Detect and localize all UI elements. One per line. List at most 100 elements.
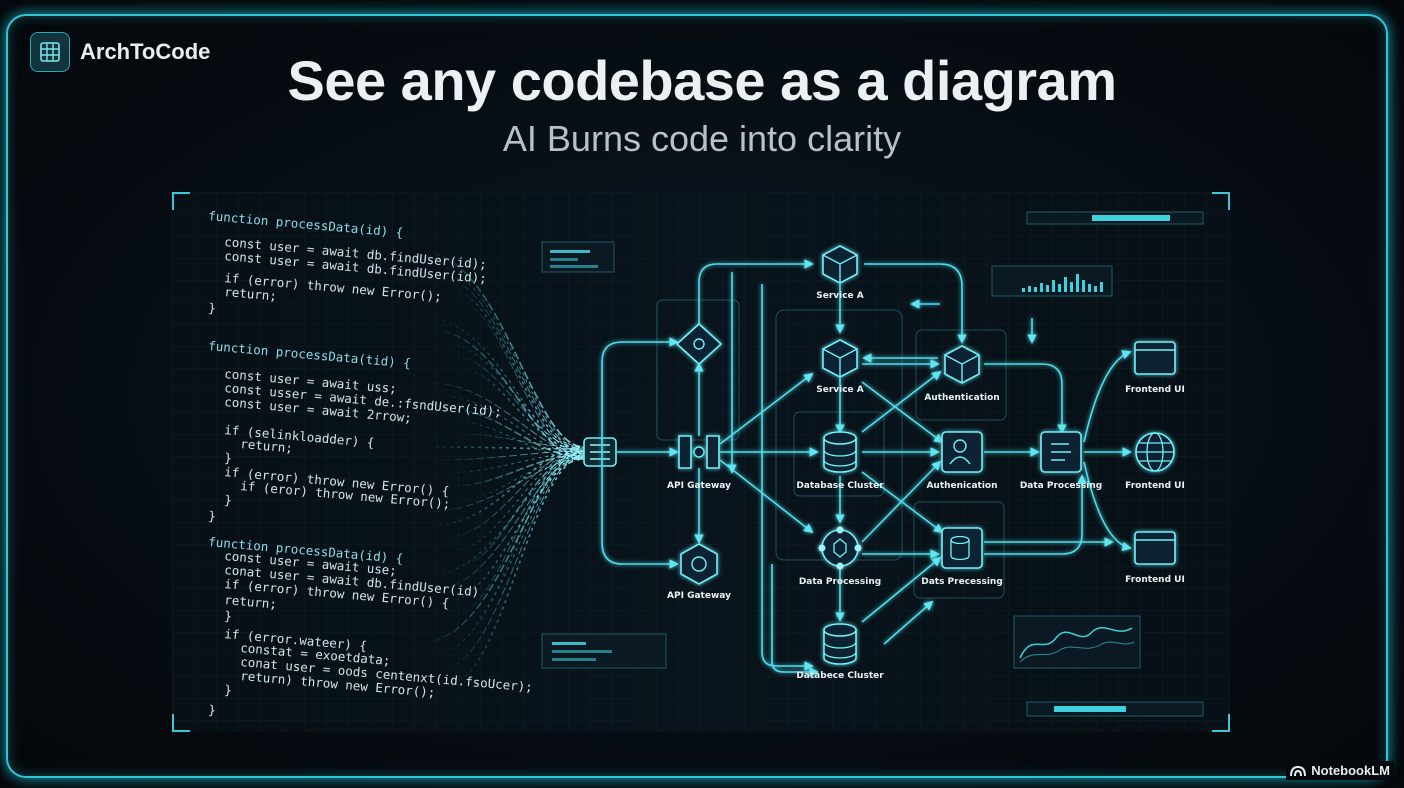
stream-line [441, 277, 585, 452]
stream-line [441, 452, 585, 474]
mini-bar [1064, 277, 1067, 292]
brand: ArchToCode [30, 32, 210, 72]
mini-bar [1034, 287, 1037, 292]
stream-line [441, 454, 585, 669]
stream-line [421, 454, 585, 578]
node-authentication-top-icon [944, 345, 980, 384]
grid-icon [30, 32, 70, 72]
footer-brand: NotebookLM [1286, 761, 1394, 780]
node-api-gateway-mid-icon [678, 435, 720, 469]
line-chart-widget [1013, 615, 1141, 669]
stream-line [431, 452, 585, 656]
mini-bar [1040, 283, 1043, 292]
architecture-diagram: function processData(id) {const user = a… [172, 192, 1230, 732]
stream-line [421, 458, 585, 513]
stream-line [431, 446, 585, 526]
code-line: } [208, 300, 217, 316]
node-database-cluster-low-icon [823, 623, 857, 665]
stream-line [461, 456, 585, 500]
stream-line [441, 448, 585, 539]
node-label-service-a-top: Service A [816, 291, 864, 301]
node-frontend-ui-low-icon [1134, 531, 1176, 565]
node-label-frontend-ui-top: Frontend UI [1125, 385, 1185, 395]
page-title: See any codebase as a diagram [287, 49, 1117, 112]
mini-bar [1100, 282, 1103, 292]
mini-bar [1058, 284, 1061, 292]
node-data-processing-alt-icon [941, 527, 983, 569]
mini-widget-bottom [541, 633, 667, 669]
stream-line [421, 450, 585, 643]
stream-line [421, 316, 585, 458]
code-line: return; [224, 592, 278, 612]
node-service-a-icon [822, 339, 858, 378]
corner-bracket [1212, 192, 1230, 210]
mini-bar [1082, 280, 1085, 292]
stream-line [421, 251, 585, 448]
code-stream-lines [421, 251, 617, 682]
mini-bar [1094, 286, 1097, 292]
notebooklm-icon [1290, 765, 1307, 776]
node-label-api-gateway-low: API Gateway [667, 591, 731, 601]
stream-line [461, 303, 585, 456]
code-line: } [224, 608, 233, 624]
node-gateway-top-icon [675, 322, 723, 366]
corner-bracket [172, 192, 190, 210]
stream-line [451, 454, 585, 487]
region-box [913, 501, 1005, 599]
stream-line [451, 446, 585, 617]
stream-line [461, 368, 585, 452]
code-line: } [224, 492, 233, 508]
code-line: } [224, 682, 233, 698]
node-frontend-ui-mid-icon [1135, 432, 1175, 472]
node-label-api-gateway-mid: API Gateway [667, 481, 731, 491]
edge-group [601, 259, 1132, 677]
node-authentication-mid-icon [941, 431, 983, 473]
node-label-frontend-ui-low: Frontend UI [1125, 575, 1185, 585]
node-service-a-top-icon [822, 245, 858, 284]
stream-line [441, 458, 585, 604]
brand-name: ArchToCode [80, 39, 211, 64]
glow-border [6, 14, 1388, 778]
node-label-service-a: Service A [816, 385, 864, 395]
stream-line [441, 407, 585, 458]
corner-bracket [172, 714, 190, 732]
stream-line [451, 355, 585, 450]
node-label-data-processing-right: Data Processing [1020, 481, 1102, 491]
region-box [793, 411, 885, 497]
stream-line [451, 290, 585, 454]
node-label-authentication-top: Authentication [924, 393, 999, 403]
bar-chart-widget [991, 265, 1113, 297]
node-label-frontend-ui-mid: Frontend UI [1125, 481, 1185, 491]
edge [698, 259, 814, 324]
node-label-authentication-mid: Authenication [926, 481, 997, 491]
node-label-database-cluster-mid: Database Cluster [796, 481, 884, 491]
footer-label: NotebookLM [1311, 763, 1390, 778]
code-line: return; [224, 284, 278, 304]
diagram-panel: function processData(id) {const user = a… [172, 192, 1230, 732]
progress-bar-bottom [1026, 701, 1204, 717]
mini-bar [1088, 284, 1091, 292]
region-box [656, 299, 740, 441]
stream-line [431, 450, 585, 461]
code-line: return; [240, 436, 294, 456]
node-database-cluster-mid-icon [823, 431, 857, 473]
stream-line [431, 329, 585, 460]
node-label-data-processing-low: Data Processing [799, 577, 881, 587]
mini-bar [1070, 282, 1073, 292]
stream-line [461, 452, 585, 565]
stream-line [451, 450, 585, 552]
stream-line [441, 342, 585, 448]
mini-bar [1028, 286, 1031, 292]
stream-line [421, 446, 585, 450]
node-frontend-ui-top-icon [1134, 341, 1176, 375]
node-data-processing-low-icon [818, 526, 862, 570]
mini-widget-top [541, 241, 615, 273]
mini-bar [1076, 274, 1079, 292]
mini-bar [1052, 280, 1055, 292]
stream-line [461, 448, 585, 630]
node-data-processing-right-icon [1040, 431, 1082, 473]
region-box [915, 329, 1007, 421]
node-api-gateway-low-icon [680, 543, 718, 585]
node-label-database-cluster-low: Databece Cluster [796, 671, 884, 681]
